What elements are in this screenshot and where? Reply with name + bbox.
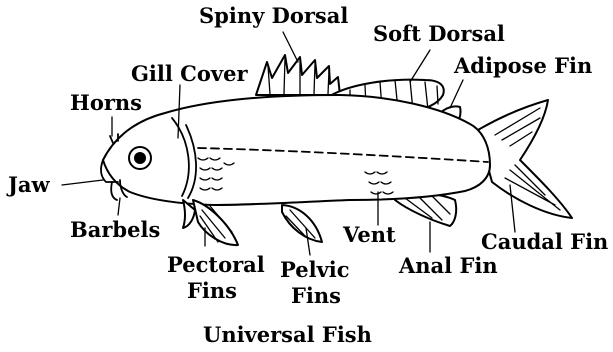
pectoral-fin [183,200,238,245]
diagram-caption: Universal Fish [203,322,372,347]
label-pelvic-line2: Fins [291,283,341,308]
label-jaw: Jaw [6,172,51,197]
fish-eye [129,147,151,169]
label-spiny-dorsal: Spiny Dorsal [199,3,348,28]
label-caudal-fin: Caudal Fin [481,229,608,254]
pelvic-fin [282,205,322,242]
caudal-fin [478,100,572,218]
label-horns: Horns [70,90,142,115]
label-vent: Vent [342,222,396,247]
fish-body [103,95,490,205]
label-anal-fin: Anal Fin [398,253,498,278]
label-adipose-fin: Adipose Fin [453,53,592,78]
label-barbels: Barbels [70,217,160,242]
label-pectoral-line2: Fins [187,278,237,303]
label-soft-dorsal: Soft Dorsal [373,21,505,46]
label-pelvic-line1: Pelvic [280,257,350,282]
label-pectoral-line1: Pectoral [167,252,265,277]
label-gill-cover: Gill Cover [131,61,248,86]
